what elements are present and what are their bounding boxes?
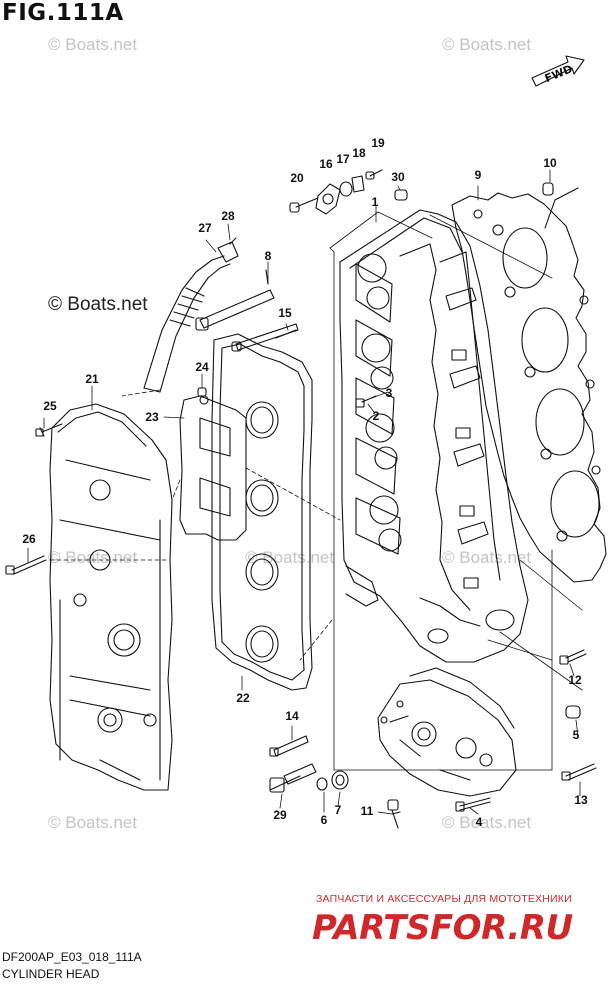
callout-19[interactable]: 19 <box>371 136 385 150</box>
callout-21[interactable]: 21 <box>85 372 99 386</box>
callout-26[interactable]: 26 <box>22 532 36 546</box>
callout-16[interactable]: 16 <box>319 157 333 171</box>
callout-10[interactable]: 10 <box>543 156 557 170</box>
callout-28[interactable]: 28 <box>221 209 235 223</box>
callout-8[interactable]: 8 <box>264 249 272 263</box>
callout-11[interactable]: 11 <box>360 804 374 818</box>
shop-tagline: ЗАПЧАСТИ И АКСЕССУАРЫ ДЛЯ МОТОТЕХНИКИ <box>316 893 572 905</box>
callout-25[interactable]: 25 <box>43 399 57 413</box>
callout-30[interactable]: 30 <box>391 170 405 184</box>
callout-7[interactable]: 7 <box>334 803 342 817</box>
cover-plate <box>179 395 247 541</box>
callout-17[interactable]: 17 <box>336 152 350 166</box>
callout-4[interactable]: 4 <box>475 815 483 829</box>
assembly-frame <box>329 211 583 771</box>
watermark: © Boats.net <box>442 35 532 54</box>
bolt-26 <box>11 555 47 575</box>
callout-2[interactable]: 2 <box>372 409 380 423</box>
dowel-pin <box>542 182 554 196</box>
callout-12[interactable]: 12 <box>568 673 582 687</box>
callout-13[interactable]: 13 <box>574 793 588 807</box>
watermark: © Boats.net <box>48 35 138 54</box>
callout-15[interactable]: 15 <box>278 306 292 320</box>
callout-14[interactable]: 14 <box>285 709 299 723</box>
callout-5[interactable]: 5 <box>572 728 580 742</box>
watermark: © Boats.net <box>48 813 138 832</box>
fwd-arrow-icon <box>531 55 585 87</box>
callout-3[interactable]: 3 <box>385 386 393 400</box>
callout-27[interactable]: 27 <box>198 221 212 235</box>
callout-9[interactable]: 9 <box>474 168 482 182</box>
side-cover <box>377 667 517 797</box>
cylinder-head-cover <box>49 403 173 791</box>
leader-lines <box>27 169 581 815</box>
diagram-code: DF200AP_E03_018_111A <box>2 950 142 964</box>
callout-1[interactable]: 1 <box>371 195 379 209</box>
leader-dashed <box>49 389 341 661</box>
bolts-lower <box>269 395 597 829</box>
diagram-caption: CYLINDER HEAD <box>2 967 100 981</box>
callout-23[interactable]: 23 <box>145 410 159 424</box>
watermark: © Boats.net <box>442 813 532 832</box>
callout-24[interactable]: 24 <box>195 360 209 374</box>
callout-22[interactable]: 22 <box>236 691 250 705</box>
callout-29[interactable]: 29 <box>273 808 287 822</box>
figure-title: FIG.111A <box>2 0 124 26</box>
watermark: © Boats.net <box>442 548 532 567</box>
watermark: © Boats.net <box>245 548 335 567</box>
watermark-main: © Boats.net <box>48 294 148 315</box>
cylinder-head <box>339 209 529 663</box>
head-cover-gasket <box>211 333 313 691</box>
callout-6[interactable]: 6 <box>320 813 328 827</box>
fwd-label: FWD <box>543 62 575 85</box>
watermark: © Boats.net <box>48 548 138 567</box>
screw-24 <box>197 387 207 397</box>
callout-18[interactable]: 18 <box>352 146 366 160</box>
head-gasket <box>451 192 607 583</box>
breather-hose <box>143 237 239 393</box>
callout-20[interactable]: 20 <box>290 171 304 185</box>
shop-logo: PARTSFOR.RU <box>312 908 573 948</box>
oil-seal-parts <box>289 169 408 215</box>
